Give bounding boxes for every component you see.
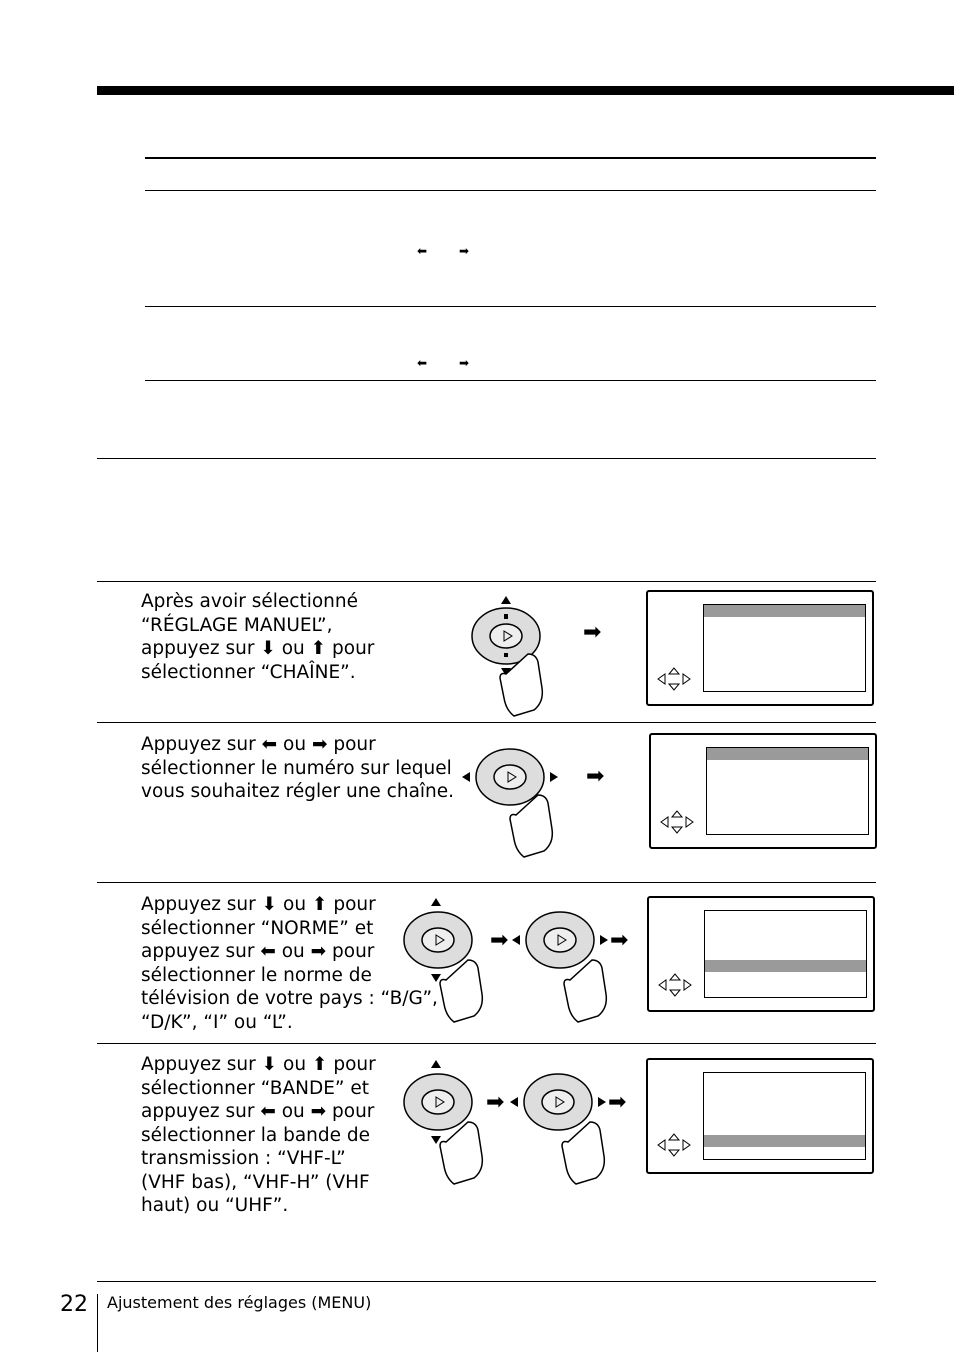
joystick-icon: [512, 911, 608, 1023]
step-rule: [97, 581, 876, 582]
step-1-text: Après avoir sélectionné “RÉGLAGE MANUEL”…: [141, 591, 375, 683]
joystick-icon: [471, 596, 544, 717]
joystick-icon: [403, 898, 484, 1023]
menu-panel: [703, 1072, 866, 1160]
left-arrow-icon: ⬅: [417, 356, 428, 370]
menu-screen: [649, 733, 877, 849]
menu-panel: [703, 604, 866, 692]
table-rule: [145, 380, 876, 381]
flow-arrow-icon: ➡: [610, 928, 629, 953]
flow-arrow-icon: ➡: [490, 928, 509, 953]
menu-panel: [704, 910, 867, 998]
table-rule: [145, 190, 876, 191]
flow-arrow-icon: ➡: [486, 1090, 505, 1115]
joystick-icon: [462, 748, 558, 858]
joystick-icon: [510, 1073, 606, 1185]
step-rule: [97, 722, 876, 723]
page-number: 22: [60, 1292, 88, 1317]
step-3-text: Appuyez sur ⬇ ou ⬆ pour sélectionner “NO…: [141, 894, 438, 1033]
direction-pad-icon: [657, 667, 691, 691]
right-arrow-icon: ➡: [459, 244, 470, 258]
direction-pad-icon: [658, 973, 692, 997]
step-4-text: Appuyez sur ⬇ ou ⬆ pour sélectionner “BA…: [141, 1054, 376, 1216]
flow-arrow-icon: ➡: [583, 620, 602, 645]
flow-arrow-icon: ➡: [608, 1090, 627, 1115]
footer-rule: [97, 1281, 876, 1282]
section-title: Ajustement des réglages (MENU): [107, 1293, 372, 1312]
table-rule: [145, 306, 876, 307]
menu-screen: [646, 590, 874, 706]
header-bar: [97, 86, 954, 95]
menu-highlight: [705, 960, 866, 972]
footer-divider: [97, 1294, 98, 1352]
menu-panel: [706, 747, 869, 835]
menu-screen: [647, 896, 875, 1012]
section-rule: [97, 458, 876, 459]
right-arrow-icon: ➡: [459, 356, 470, 370]
flow-arrow-icon: ➡: [586, 764, 605, 789]
direction-pad-icon: [660, 810, 694, 834]
menu-screen: [646, 1058, 874, 1174]
step-rule: [97, 1043, 876, 1044]
table-top-rule: [145, 157, 876, 159]
menu-highlight: [707, 748, 868, 760]
direction-pad-icon: [657, 1133, 691, 1157]
menu-highlight: [704, 1135, 865, 1147]
left-arrow-icon: ⬅: [417, 244, 428, 258]
joystick-icon: [403, 1060, 484, 1185]
menu-highlight: [704, 605, 865, 617]
step-rule: [97, 882, 876, 883]
step-2-text: Appuyez sur ⬅ ou ➡ pour sélectionner le …: [141, 734, 455, 802]
